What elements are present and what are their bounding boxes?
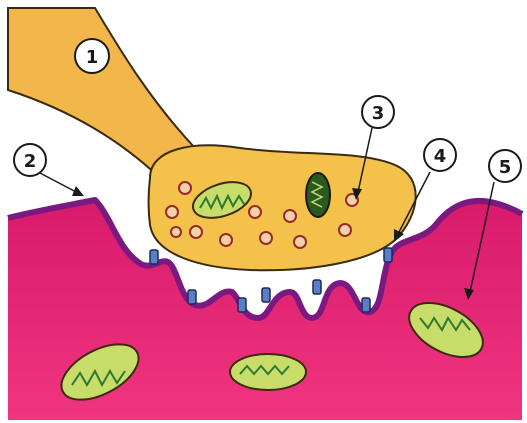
terminal-mitochondrion-dark <box>306 173 330 217</box>
vesicle <box>339 224 351 236</box>
receptor <box>238 298 246 312</box>
callout-5: 5 <box>489 150 521 182</box>
callout-2-label: 2 <box>24 151 37 172</box>
callout-2: 2 <box>14 144 46 176</box>
vesicle <box>171 227 181 237</box>
receptor <box>188 290 196 304</box>
vesicle <box>249 206 261 218</box>
receptor <box>150 250 158 264</box>
callout-1: 1 <box>75 39 109 73</box>
callout-4: 4 <box>424 139 456 171</box>
muscle-mitochondrion-center <box>230 354 306 390</box>
callout-5-label: 5 <box>499 157 512 178</box>
receptor <box>262 288 270 302</box>
vesicle <box>284 210 296 222</box>
receptor <box>362 298 370 312</box>
callout-3-label: 3 <box>372 103 385 124</box>
vesicle <box>166 206 178 218</box>
axon-terminal <box>149 145 416 270</box>
pointer-line-2 <box>40 173 78 193</box>
receptor <box>313 280 321 294</box>
vesicle <box>294 236 306 248</box>
callout-1-label: 1 <box>86 47 99 68</box>
vesicle <box>220 234 232 246</box>
callout-4-label: 4 <box>434 146 447 167</box>
vesicle <box>190 226 202 238</box>
vesicle <box>179 182 191 194</box>
receptor <box>384 248 392 262</box>
vesicle <box>260 232 272 244</box>
callout-3: 3 <box>362 96 394 128</box>
